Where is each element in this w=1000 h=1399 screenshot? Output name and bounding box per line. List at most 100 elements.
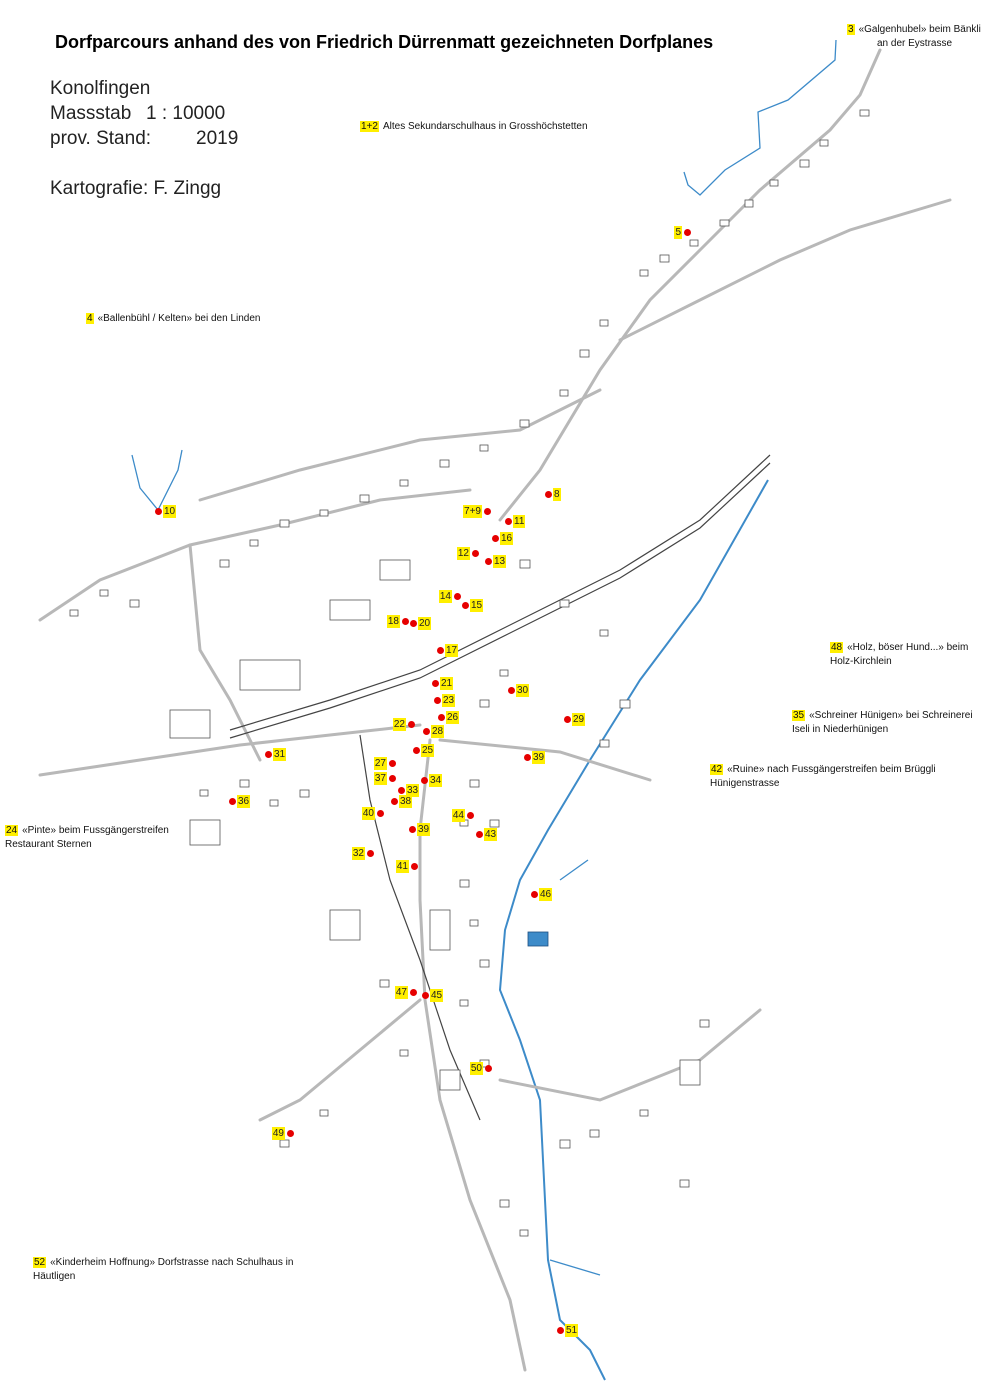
note-number: 35 [792, 710, 806, 721]
marker-dot [523, 753, 531, 761]
marker-label: 45 [430, 989, 444, 1002]
marker-dot [544, 490, 552, 498]
marker-dot [530, 890, 538, 898]
marker-dot [410, 862, 418, 870]
note-text-line2: an der Eystrasse [877, 38, 953, 49]
note-text: «Ballenbühl / Kelten» bei den Linden [97, 313, 261, 324]
note-text: «Pinte» beim Fussgängerstreifen [22, 825, 169, 836]
marker-label: 36 [237, 795, 251, 808]
marker-label: 41 [395, 860, 409, 873]
marker-label: 21 [440, 677, 454, 690]
marker-dot [390, 797, 398, 805]
marker-label: 29 [572, 713, 586, 726]
stream-north [683, 39, 837, 196]
note-text: «Ruine» nach Fussgängerstreifen beim Brü… [727, 764, 936, 775]
note-number: 24 [5, 825, 19, 836]
place-name: Konolfingen [50, 78, 151, 99]
marker-label: 39 [532, 751, 546, 764]
road-southwest [258, 998, 422, 1122]
marker-label: 50 [469, 1062, 483, 1075]
note-text: Altes Sekundarschulhaus in Grosshöchstet… [382, 121, 588, 132]
marker-dot [409, 619, 417, 627]
marker-label: 28 [431, 725, 445, 738]
marker-dot [388, 774, 396, 782]
road-west [38, 488, 472, 622]
road-west-main [38, 723, 422, 777]
scale-label: Massstab [50, 103, 132, 124]
marker-dot [431, 679, 439, 687]
marker-dot [466, 811, 474, 819]
stream-south [549, 1259, 601, 1276]
note-number: 52 [33, 1257, 47, 1268]
road-north-village [198, 388, 602, 502]
river-main [498, 479, 769, 1381]
marker-dot [475, 830, 483, 838]
marker-dot [453, 592, 461, 600]
marker-label: 14 [438, 590, 452, 603]
marker-label: 25 [421, 744, 435, 757]
marker-dot [407, 720, 415, 728]
note-text: «Holz, böser Hund...» beim [847, 642, 969, 653]
marker-label: 51 [565, 1324, 579, 1337]
road-central-south [418, 738, 527, 1372]
road-northeast-branch [618, 198, 952, 342]
marker-dot [504, 517, 512, 525]
note-42: 42«Ruine» nach Fussgängerstreifen beim B… [710, 763, 936, 791]
road-southeast [498, 1008, 762, 1102]
marker-label: 15 [470, 599, 484, 612]
stream-west [131, 449, 183, 512]
marker-label: 22 [392, 718, 406, 731]
marker-dot [421, 991, 429, 999]
note-number: 1+2 [360, 121, 379, 132]
marker-dot [366, 849, 374, 857]
marker-label: 18 [386, 615, 400, 628]
marker-dot [286, 1129, 294, 1137]
note-number: 3 [847, 24, 855, 35]
marker-label: 26 [446, 711, 460, 724]
marker-label: 27 [373, 757, 387, 770]
marker-label: 40 [361, 807, 375, 820]
rail-line-2 [229, 462, 771, 739]
marker-dot [563, 715, 571, 723]
main-road-northeast [498, 48, 882, 522]
marker-label: 33 [406, 784, 420, 797]
marker-dot [388, 759, 396, 767]
marker-dot [408, 825, 416, 833]
status-value: 2019 [196, 128, 239, 149]
marker-label: 39 [417, 823, 431, 836]
marker-dot [556, 1326, 564, 1334]
marker-label: 31 [273, 748, 287, 761]
road-diag-west [188, 543, 262, 762]
marker-dot [412, 746, 420, 754]
marker-label: 11 [513, 515, 526, 528]
marker-label: 8 [553, 488, 561, 501]
marker-label: 20 [418, 617, 432, 630]
buildings [69, 109, 870, 1237]
status-row: prov. Stand: 2019 [50, 128, 238, 150]
scale-row: Massstab 1 : 10000 [50, 103, 225, 125]
rail-line-south [359, 734, 481, 1121]
marker-label: 16 [500, 532, 514, 545]
marker-dot [154, 507, 162, 515]
water-streams [131, 39, 837, 1381]
marker-dot [471, 549, 479, 557]
marker-label: 49 [271, 1127, 285, 1140]
marker-dot [376, 809, 384, 817]
marker-dot [436, 646, 444, 654]
cartography-credit: Kartografie: F. Zingg [50, 178, 222, 199]
note-text-line2: Holz-Kirchlein [830, 656, 892, 667]
note-number: 4 [86, 313, 94, 324]
stream-east [559, 859, 589, 881]
note-text: «Schreiner Hünigen» bei Schreinerei [809, 710, 973, 721]
scale-value: 1 : 10000 [146, 103, 226, 124]
marker-label: 46 [539, 888, 553, 901]
marker-label: 44 [451, 809, 465, 822]
marker-dot [401, 617, 409, 625]
marker-label: 12 [456, 547, 470, 560]
